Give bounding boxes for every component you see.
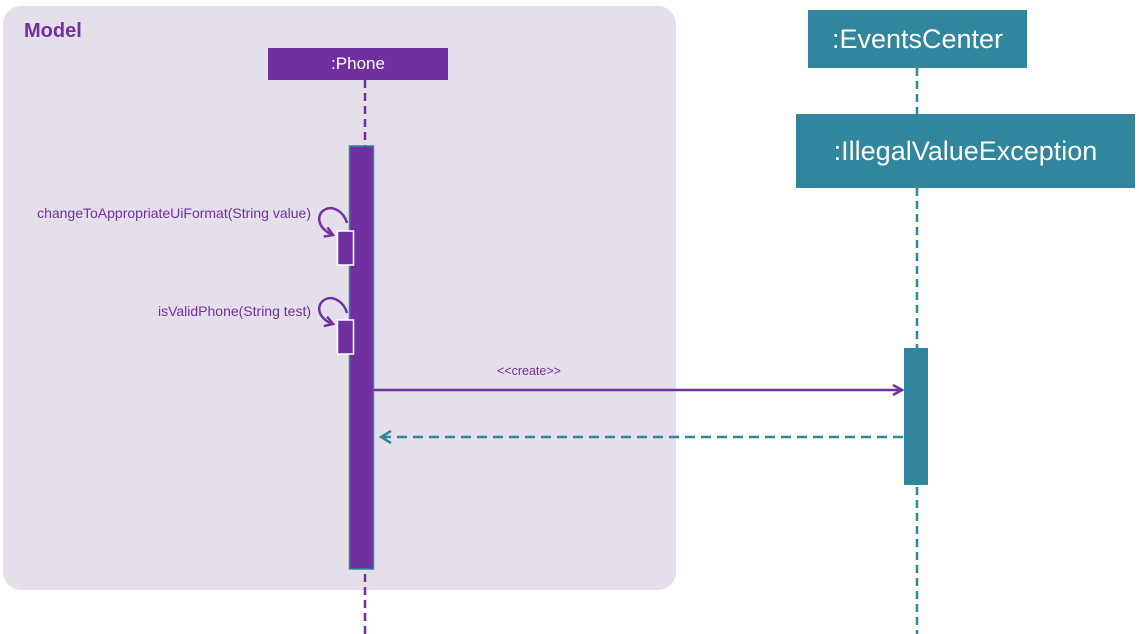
self-call-arrow-2 [318,297,349,324]
phone-participant: :Phone [268,48,448,80]
self-call-activation-1 [336,230,355,266]
model-frame [3,6,676,590]
events-center-participant: :EventsCenter [808,10,1027,68]
self-call-label-2: isValidPhone(String test) [157,303,311,319]
illegal-value-exception-participant: :IllegalValueException [796,114,1135,188]
model-frame-label: Model [24,20,82,42]
self-call-activation-2 [336,319,355,355]
exception-activation-bar [904,348,928,485]
self-call-arrow-1 [318,207,349,235]
self-call-label-1: changeToAppropriateUiFormat(String value… [37,205,311,221]
create-message-label: <<create>> [497,364,561,378]
phone-activation-bar [348,145,375,570]
